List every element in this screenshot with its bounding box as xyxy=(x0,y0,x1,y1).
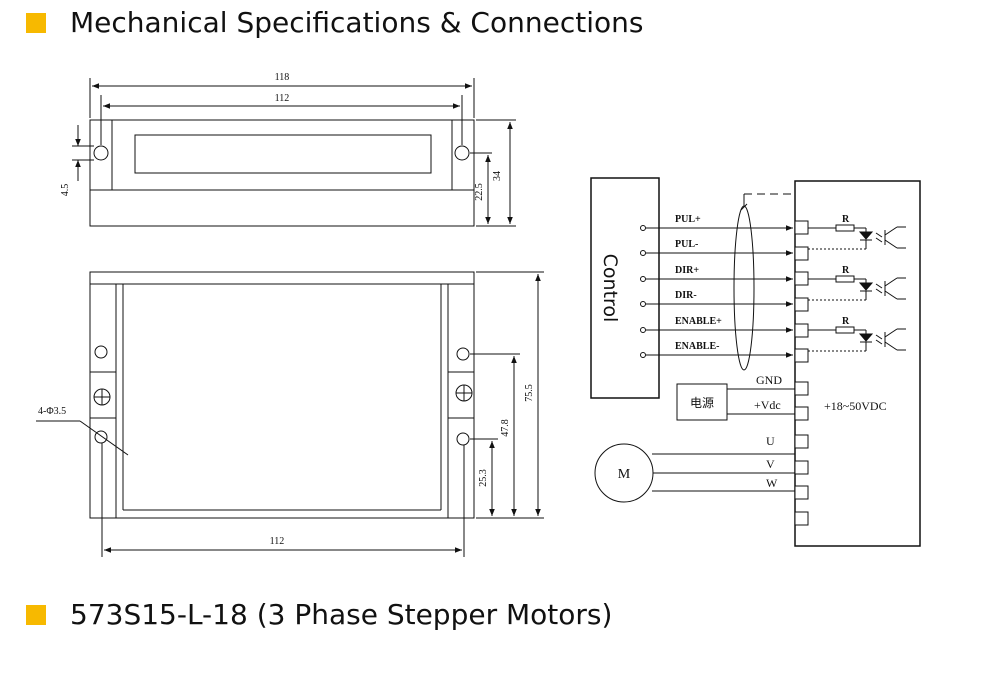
bullet-square-icon xyxy=(26,12,46,33)
dim-112-bottom: 112 xyxy=(270,536,285,547)
wiring-diagram xyxy=(590,177,921,547)
gnd-label: GND xyxy=(756,373,782,387)
signal-terminal xyxy=(640,327,646,333)
signal-label: PUL- xyxy=(675,239,698,250)
dim-118: 118 xyxy=(275,72,290,83)
dim-112-top: 112 xyxy=(275,93,290,104)
opto-coupler xyxy=(808,326,906,352)
motor-section xyxy=(594,443,795,503)
opto-coupler xyxy=(808,224,906,250)
signal-terminal xyxy=(640,250,646,256)
signal-label: PUL+ xyxy=(675,214,701,225)
dim-75-5: 75.5 xyxy=(524,384,535,402)
dim-25-3: 25.3 xyxy=(478,469,489,487)
signal-terminal xyxy=(640,276,646,282)
dim-47-8: 47.8 xyxy=(500,419,511,437)
motor-label: M xyxy=(618,467,631,482)
power-section xyxy=(676,383,795,421)
power-box-label: 电源 xyxy=(690,396,714,410)
opto-coupler xyxy=(808,275,906,301)
dim-4-5: 4.5 xyxy=(60,184,71,197)
heading-text: Mechanical Specifications & Connections xyxy=(70,6,644,39)
opto-couplers: R R R xyxy=(808,214,906,352)
resistor-label: R xyxy=(842,316,850,327)
heading-text: 573S15-L-18 (3 Phase Stepper Motors) xyxy=(70,598,613,631)
front-view xyxy=(36,271,544,557)
signal-terminal xyxy=(640,352,646,358)
dim-34: 34 xyxy=(492,171,503,181)
dim-22-5: 22.5 xyxy=(474,183,485,201)
control-label: Control xyxy=(599,254,621,323)
resistor-label: R xyxy=(842,265,850,276)
signal-label: ENABLE- xyxy=(675,341,719,352)
top-view xyxy=(72,78,516,227)
phase-v: V xyxy=(766,457,775,471)
dim-holes: 4-Φ3.5 xyxy=(38,406,66,417)
signal-terminal xyxy=(640,301,646,307)
section-heading-mechanical: Mechanical Specifications & Connections xyxy=(26,6,643,39)
signal-lines: PUL+ PUL- DIR+ DIR- ENABLE+ ENABLE- xyxy=(640,214,793,358)
bullet-square-icon xyxy=(26,604,46,625)
phase-w: W xyxy=(766,476,778,490)
signal-terminal xyxy=(640,225,646,231)
signal-label: ENABLE+ xyxy=(675,316,722,327)
signal-label: DIR+ xyxy=(675,265,699,276)
resistor-label: R xyxy=(842,214,850,225)
vdc-label: +Vdc xyxy=(754,398,781,412)
signal-label: DIR- xyxy=(675,290,697,301)
section-heading-motor: 573S15-L-18 (3 Phase Stepper Motors) xyxy=(26,598,612,631)
voltage-label: +18~50VDC xyxy=(824,399,887,413)
terminal-blocks xyxy=(794,220,809,526)
phase-u: U xyxy=(766,434,775,448)
